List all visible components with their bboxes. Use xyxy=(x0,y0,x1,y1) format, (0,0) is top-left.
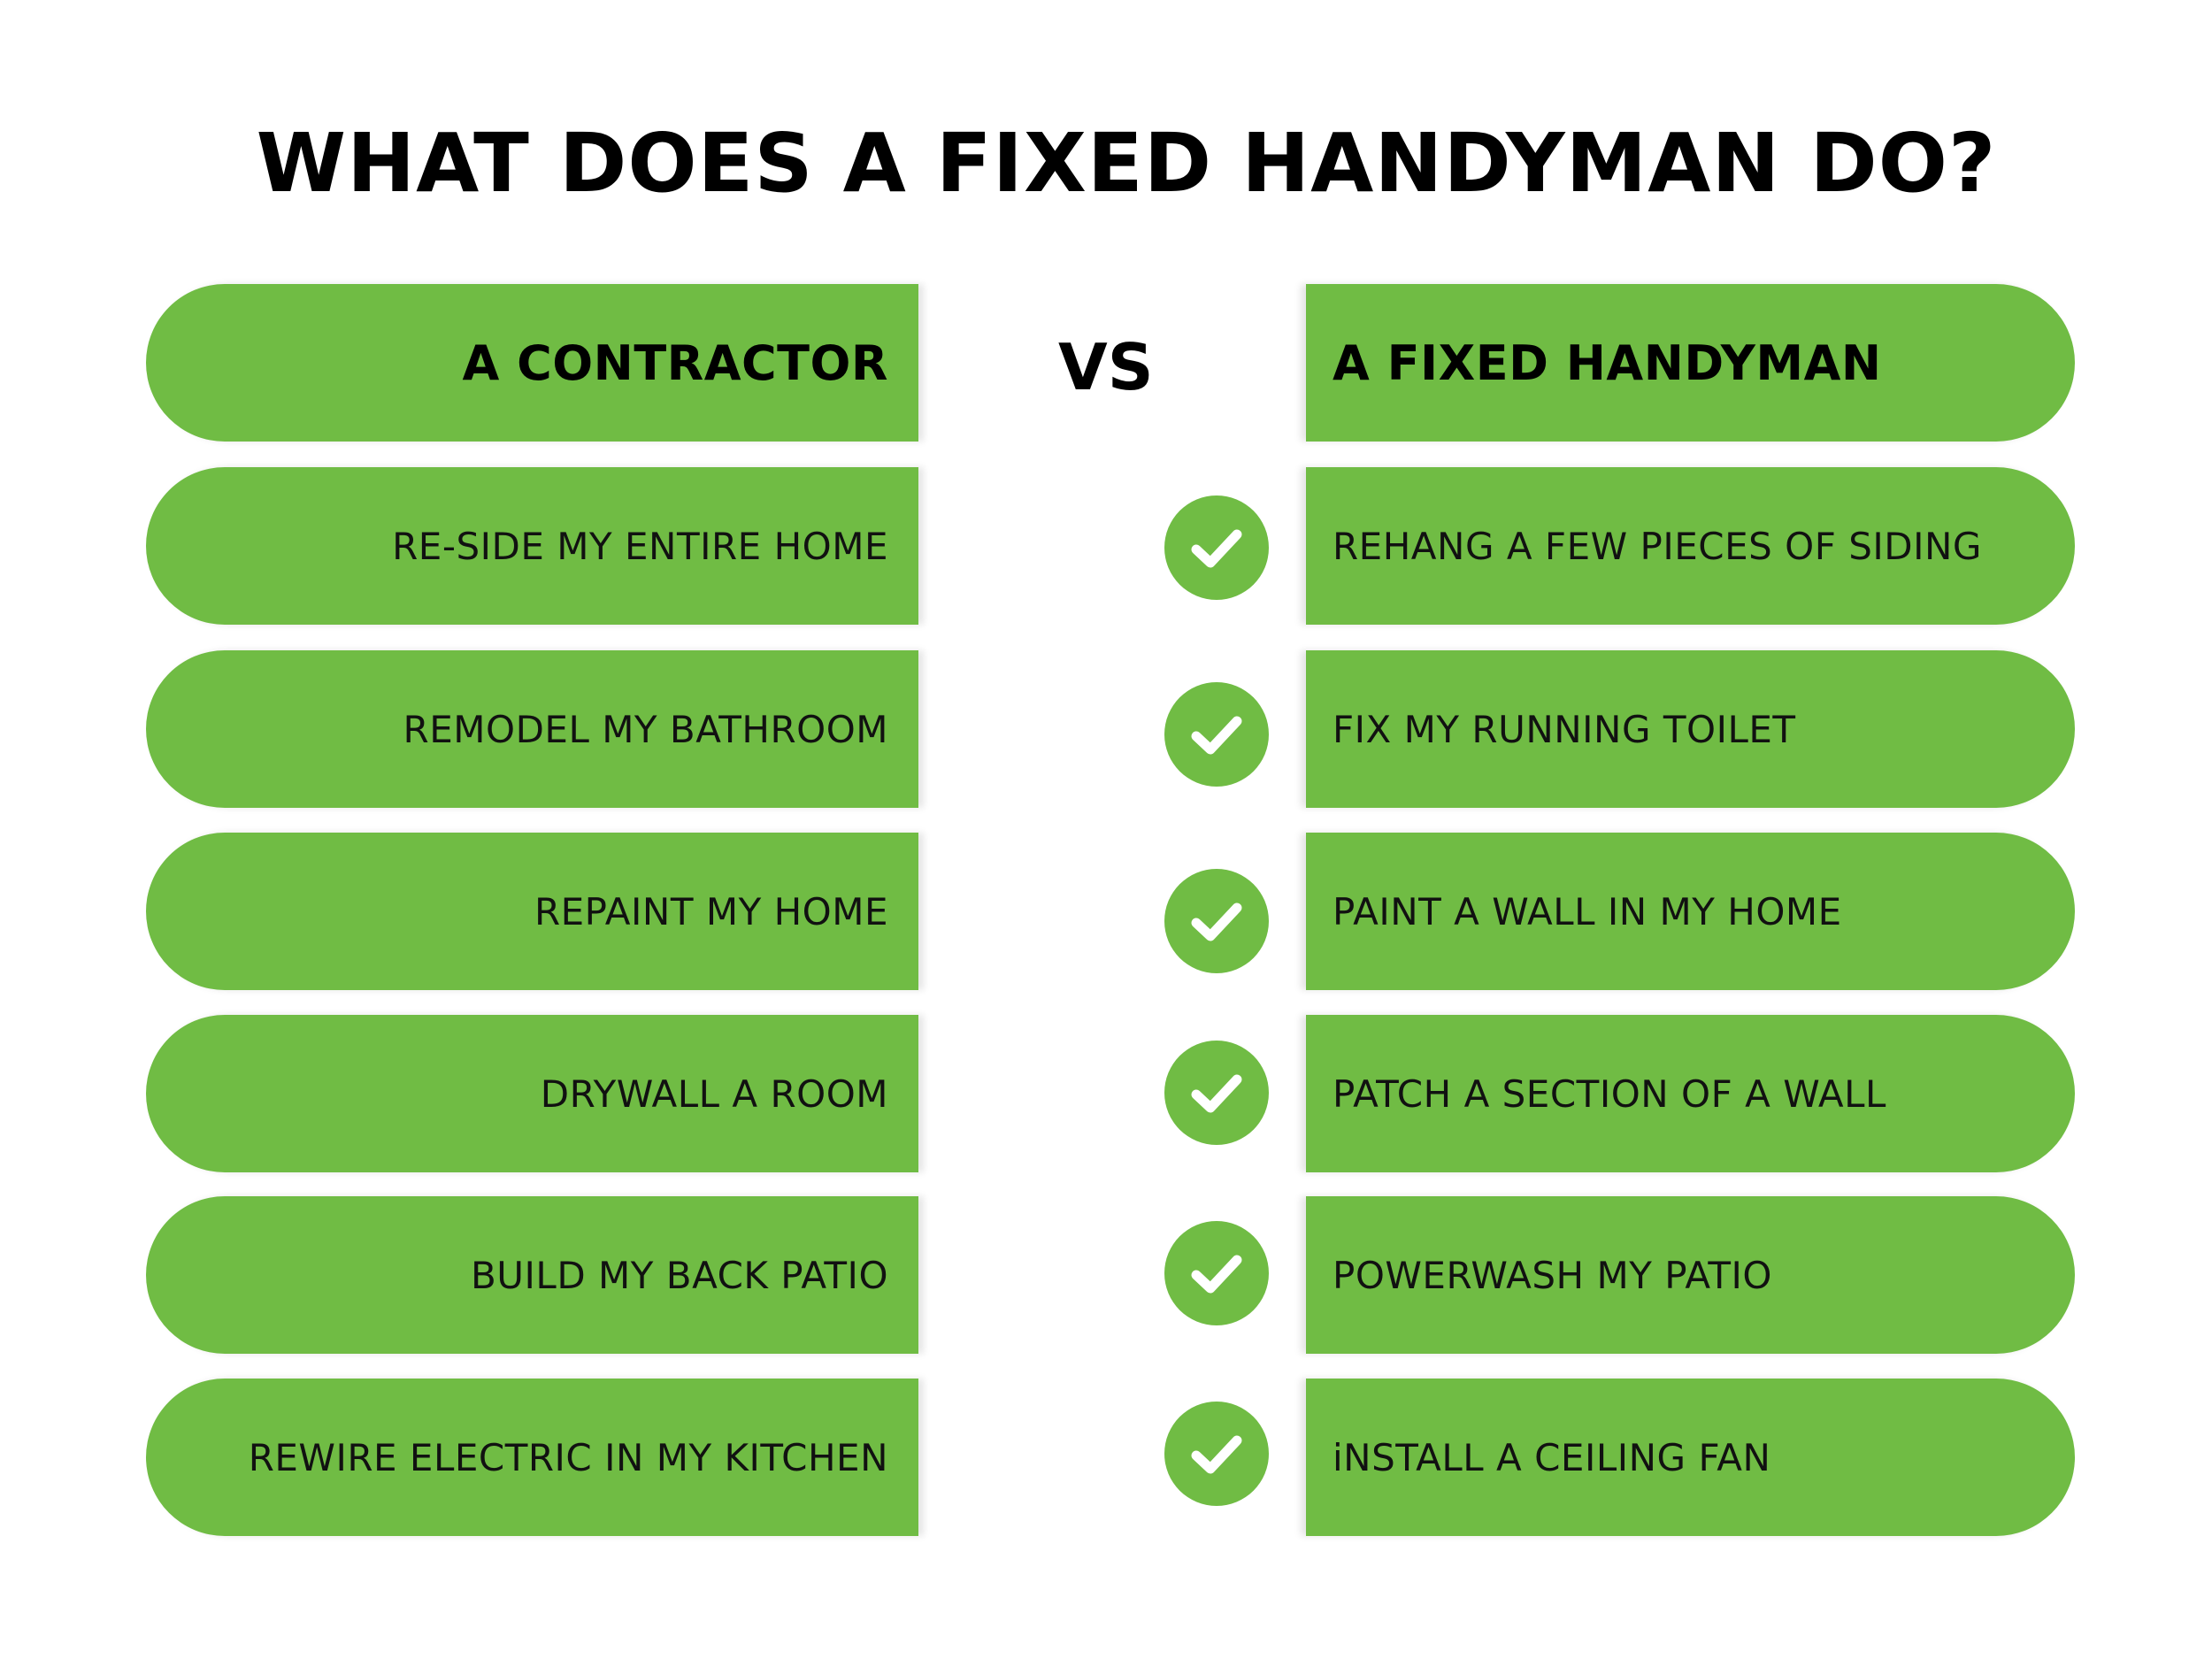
contractor-item-label: REWIRE ELECTRIC IN MY KITCHEN xyxy=(248,1435,888,1479)
handyman-item: FIX MY RUNNING TOILET xyxy=(1306,650,2075,808)
handyman-item: REHANG A FEW PIECES OF SIDING xyxy=(1306,467,2075,625)
checkmark-icon xyxy=(1164,1221,1269,1325)
checkmark-icon xyxy=(1164,682,1269,787)
contractor-item: BUILD MY BACK PATIO xyxy=(146,1196,918,1354)
page-title: WHAT DOES A FIXED HANDYMAN DO? xyxy=(256,116,1997,211)
contractor-item: RE-SIDE MY ENTIRE HOME xyxy=(146,467,918,625)
handyman-header-label: A FIXED HANDYMAN xyxy=(1333,334,1882,391)
contractor-item: REWIRE ELECTRIC IN MY KITCHEN xyxy=(146,1379,918,1536)
handyman-item: iNSTALL A CEILING FAN xyxy=(1306,1379,2075,1536)
contractor-item: REMODEL MY BATHROOM xyxy=(146,650,918,808)
vs-label: VS xyxy=(1058,330,1154,404)
checkmark-icon xyxy=(1164,869,1269,973)
handyman-item: POWERWASH MY PATIO xyxy=(1306,1196,2075,1354)
handyman-item-label: FIX MY RUNNING TOILET xyxy=(1333,707,1796,751)
handyman-item-label: iNSTALL A CEILING FAN xyxy=(1333,1435,1771,1479)
handyman-item-label: PATCH A SECTION OF A WALL xyxy=(1333,1071,1886,1116)
handyman-item: PATCH A SECTION OF A WALL xyxy=(1306,1015,2075,1172)
contractor-item-label: RE-SIDE MY ENTIRE HOME xyxy=(392,524,888,568)
checkmark-icon xyxy=(1164,495,1269,600)
contractor-header: A CONTRACTOR xyxy=(146,284,918,442)
handyman-item-label: PAINT A WALL IN MY HOME xyxy=(1333,889,1842,933)
checkmark-icon xyxy=(1164,1402,1269,1506)
handyman-item: PAINT A WALL IN MY HOME xyxy=(1306,833,2075,990)
checkmark-icon xyxy=(1164,1041,1269,1145)
handyman-header: A FIXED HANDYMAN xyxy=(1306,284,2075,442)
contractor-item: DRYWALL A ROOM xyxy=(146,1015,918,1172)
contractor-item-label: DRYWALL A ROOM xyxy=(540,1071,888,1116)
handyman-item-label: POWERWASH MY PATIO xyxy=(1333,1253,1772,1297)
contractor-item: REPAINT MY HOME xyxy=(146,833,918,990)
contractor-item-label: REMODEL MY BATHROOM xyxy=(403,707,888,751)
contractor-item-label: BUILD MY BACK PATIO xyxy=(470,1253,888,1297)
contractor-item-label: REPAINT MY HOME xyxy=(534,889,888,933)
contractor-header-label: A CONTRACTOR xyxy=(462,334,888,391)
handyman-item-label: REHANG A FEW PIECES OF SIDING xyxy=(1333,524,1982,568)
